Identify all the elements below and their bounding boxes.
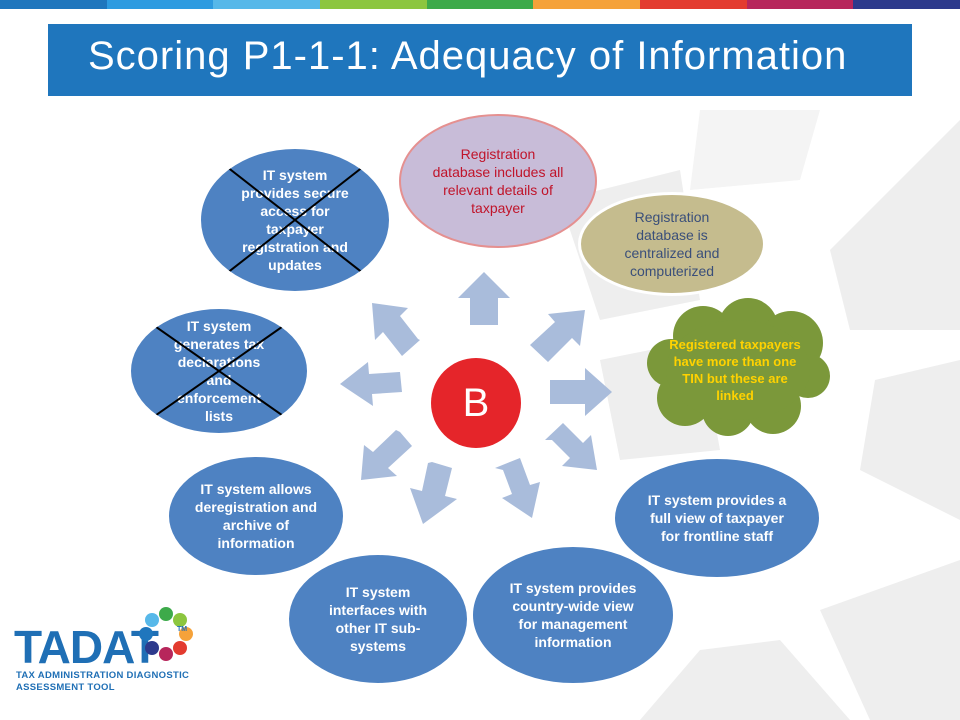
arrow-down [410,462,457,524]
node-registration-database-details: Registration database includes all relev… [399,114,597,248]
arrow-lower-right [545,423,597,470]
arrow-lower-left [361,430,412,480]
logo-subtitle-line: ASSESSMENT TOOL [16,682,115,693]
node-label: IT system generates tax declarations and… [173,318,265,424]
logo-subtitle: TAX ADMINISTRATION DIAGNOSTIC ASSESSMENT… [16,670,189,694]
color-strip-segment [640,0,747,9]
logo-petal [145,613,159,627]
node-country-wide-view: IT system provides country-wide view for… [470,544,676,686]
logo-trademark: TM [177,626,188,633]
logo-subtitle-line: TAX ADMINISTRATION DIAGNOSTIC [16,670,190,681]
logo-petal [159,647,173,661]
arrow-upper-left [372,303,420,356]
node-secure-access: IT system provides secure access for tax… [198,146,392,294]
title-band: Scoring P1-1-1: Adequacy of Information [48,24,912,96]
arrow-right [550,368,612,416]
node-label: Registration database is centralized and… [624,209,720,279]
node-label: IT system provides country-wide view for… [509,580,637,650]
node-label: IT system provides a full view of taxpay… [647,492,787,544]
cloud-body [666,320,810,420]
logo-petal [145,641,159,655]
cycle-arrows [340,272,612,524]
node-deregistration-archive: IT system allows deregistration and arch… [166,454,346,578]
color-strip-segment [0,0,107,9]
node-label: IT system provides secure access for tax… [241,167,349,273]
logo-flower-icon [139,607,193,661]
page-title: Scoring P1-1-1: Adequacy of Information [88,34,848,78]
cloud-shape [647,298,830,436]
arrow-down-right [495,458,540,518]
score-label: B [462,380,490,425]
logo-petal [159,607,173,621]
color-strip-segment [533,0,641,9]
node-label: Registration database includes all relev… [432,146,564,216]
logo-petal [179,627,193,641]
node-registered-taxpayers-tin: Registered taxpayers have more than one … [655,320,815,420]
color-strip-segment [106,0,214,9]
node-label: IT system interfaces with other IT sub-s… [328,584,428,654]
logo-petal [173,641,187,655]
logo-wordmark: TADAT [14,621,159,673]
logo-petal [139,627,153,641]
node-interfaces-subsystems: IT system interfaces with other IT sub-s… [286,552,470,686]
color-strip-segment [746,0,854,9]
logo-petal [173,613,187,627]
node-label: Registered taxpayers have more than one … [669,337,801,403]
node-full-view-frontline: IT system provides a full view of taxpay… [612,456,822,580]
arrow-upper-right [530,310,585,362]
node-registration-database-centralized: Registration database is centralized and… [578,192,766,296]
arrow-up [458,272,510,325]
node-label: IT system allows deregistration and arch… [194,481,318,551]
color-strip-segment [426,0,534,9]
top-color-strip [0,0,960,9]
color-strip-segment [213,0,321,9]
tadat-logo: TADAT TM TAX ADMINISTRATION DIAGNOSTIC A… [14,607,204,718]
node-declarations-enforcement: IT system generates tax declarations and… [128,306,310,436]
center-score-badge: B [431,358,521,448]
color-strip-segment [320,0,427,9]
color-strip-segment [853,0,960,9]
arrow-left [340,362,402,406]
